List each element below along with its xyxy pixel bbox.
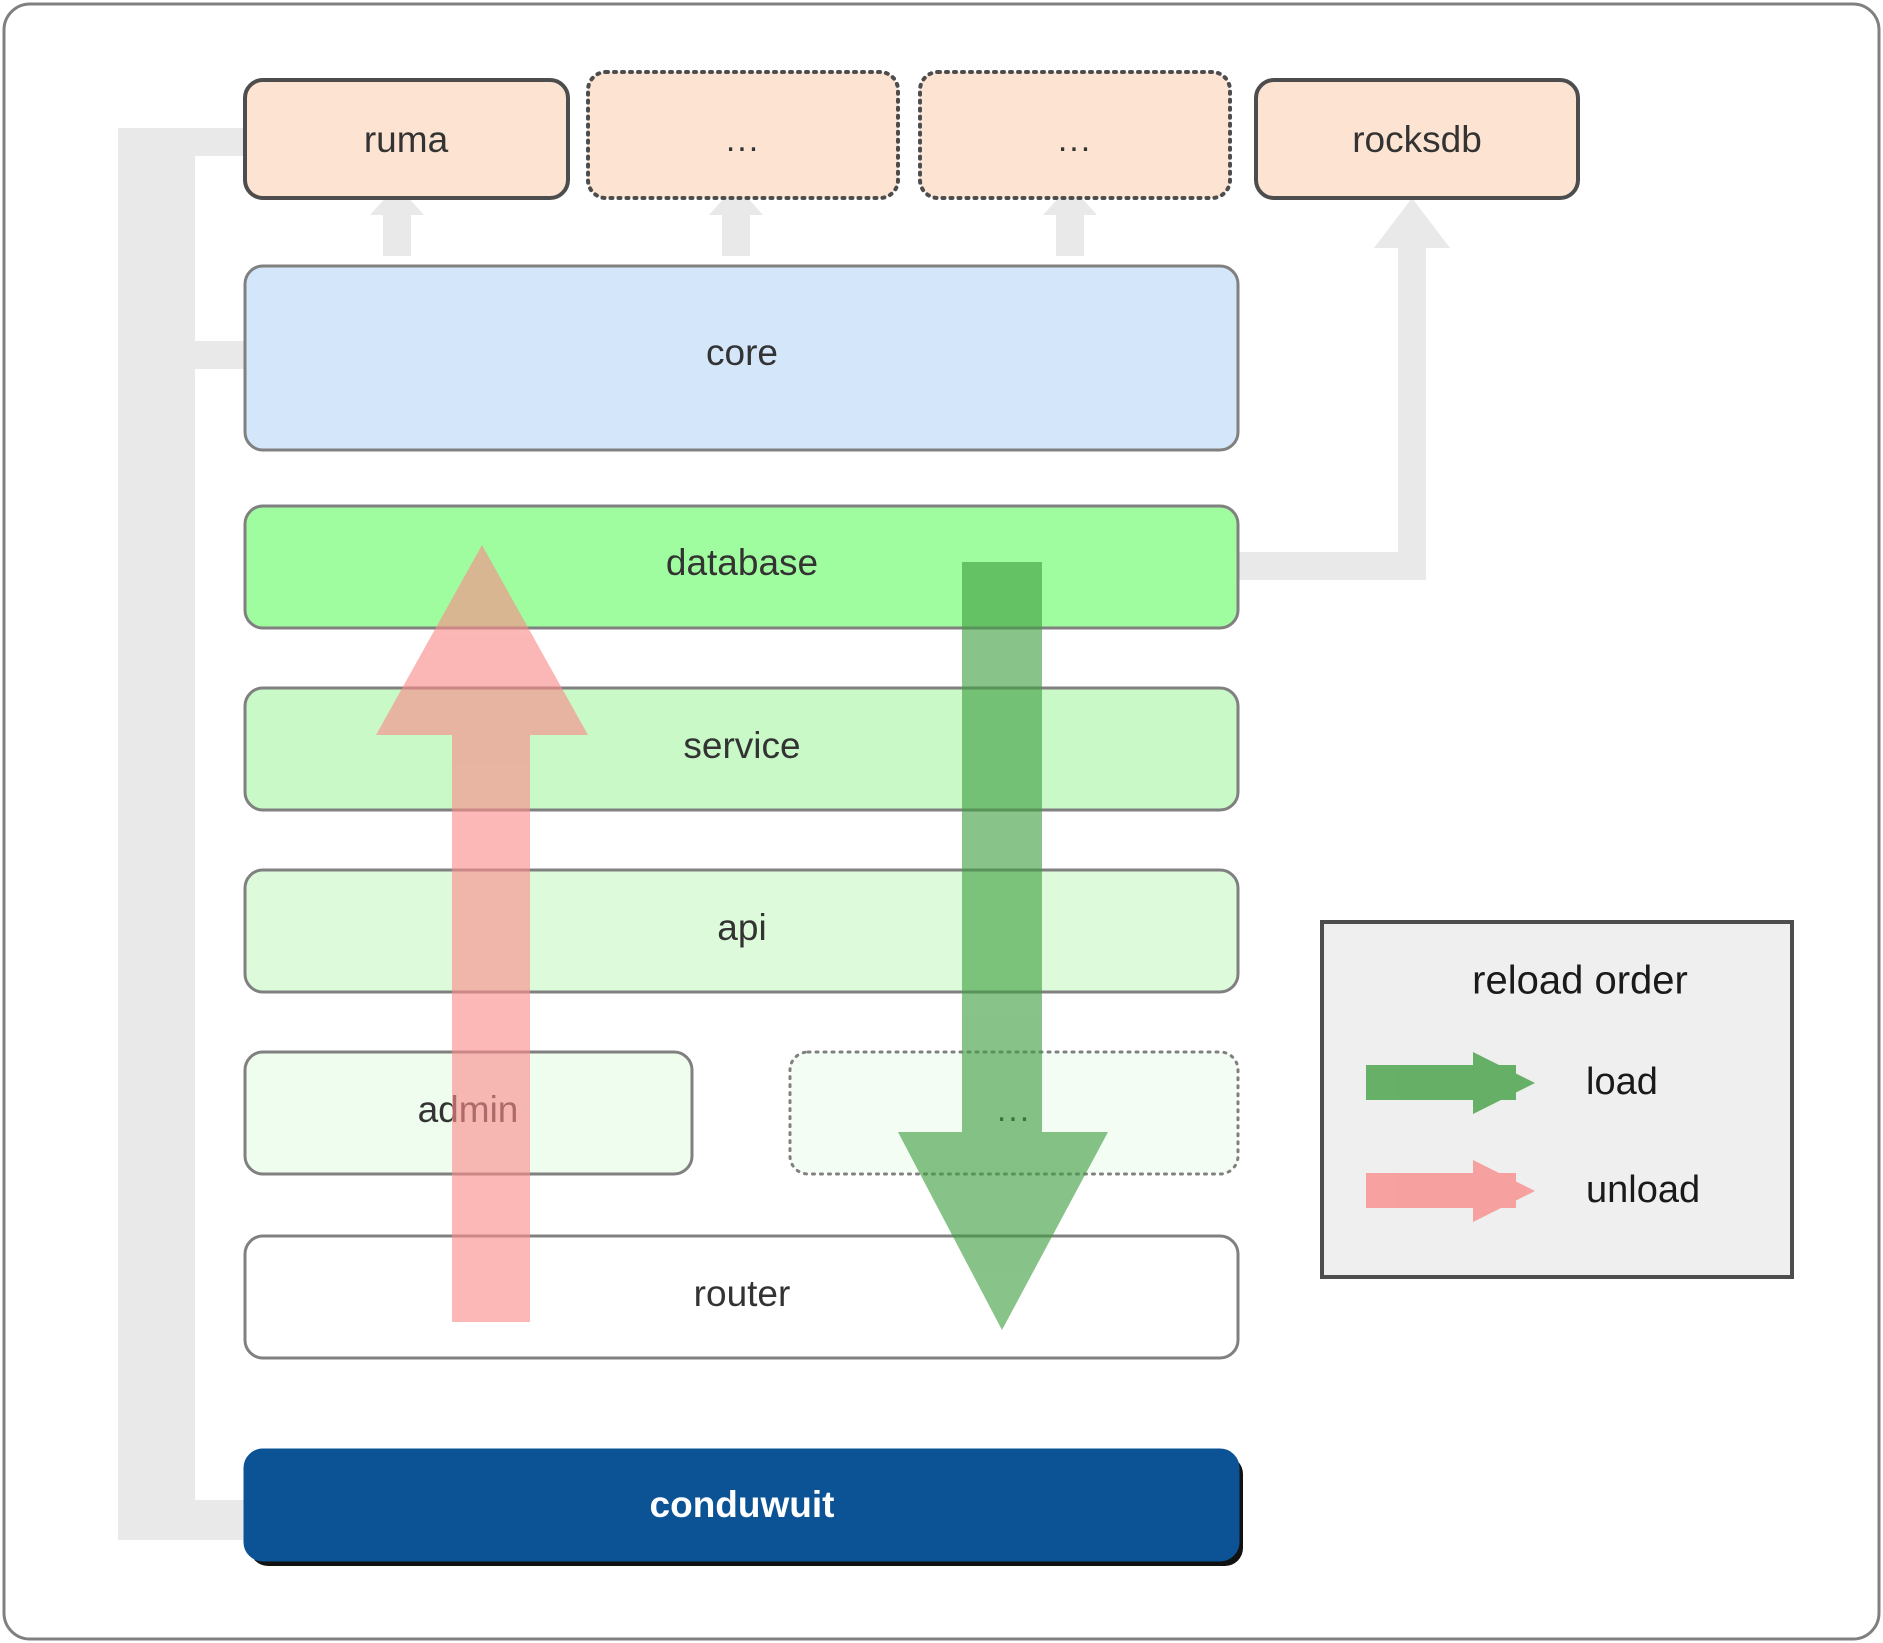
node-database-label: database <box>666 542 818 583</box>
node-ext-a-label: ... <box>726 121 760 159</box>
connector-database-to-rocksdb <box>1235 552 1424 580</box>
node-ruma[interactable]: ruma <box>243 78 570 200</box>
node-ruma-box[interactable] <box>243 78 570 200</box>
legend: reload order load unload <box>1320 920 1794 1279</box>
node-conduwuit[interactable]: conduwuit <box>243 1448 1243 1566</box>
connector-arrow-core-to-ext-b <box>1043 185 1097 256</box>
legend-load-head <box>1473 1052 1535 1114</box>
unload-arrow-shaft <box>452 640 530 1322</box>
unload-arrow-head <box>376 545 588 735</box>
connector-conduwuit-spine <box>118 130 195 1500</box>
connector-conduwuit-foot <box>118 1500 250 1540</box>
node-database[interactable]: database <box>243 504 1240 630</box>
node-rocksdb[interactable]: rocksdb <box>1254 78 1580 200</box>
legend-unload-label: unload <box>1586 1169 1700 1211</box>
node-ext-b-label: ... <box>1058 121 1092 159</box>
legend-load-label: load <box>1586 1061 1658 1103</box>
connector-arrow-up-rocksdb <box>1374 198 1450 580</box>
node-api-label: api <box>717 907 766 948</box>
node-service-label: service <box>683 725 800 766</box>
flow-arrow-load <box>898 562 1108 1330</box>
node-ext-a-box[interactable] <box>586 70 900 200</box>
legend-title: reload order <box>1472 959 1688 1003</box>
node-rocksdb-box[interactable] <box>1254 78 1580 200</box>
legend-item-unload: unload <box>1366 1160 1700 1222</box>
legend-unload-arrow-icon <box>1366 1160 1535 1222</box>
node-conduwuit-box[interactable] <box>243 1448 1240 1562</box>
node-core[interactable]: core <box>243 264 1240 452</box>
node-core-box[interactable] <box>243 264 1240 452</box>
connector-group <box>118 104 1450 1540</box>
node-conduwuit-label: conduwuit <box>650 1484 835 1525</box>
legend-load-arrow-icon <box>1366 1052 1535 1114</box>
node-router[interactable]: router <box>243 1234 1240 1360</box>
legend-unload-head <box>1473 1160 1535 1222</box>
flow-arrow-unload <box>376 545 588 1322</box>
node-ext-b[interactable]: ... <box>918 70 1232 200</box>
node-router-label: router <box>694 1273 791 1314</box>
node-api[interactable]: api <box>243 868 1240 994</box>
node-ext-a[interactable]: ... <box>586 70 900 200</box>
node-ruma-label: ruma <box>364 119 449 160</box>
node-rocksdb-label: rocksdb <box>1352 119 1482 160</box>
connector-arrow-core-to-ruma <box>370 185 424 256</box>
external-crates-row: ruma ... ... rocksdb <box>243 70 1580 200</box>
connector-arrow-core-to-ext-a <box>709 185 763 256</box>
load-arrow-shaft <box>962 562 1042 1240</box>
node-core-label: core <box>706 332 778 373</box>
node-ext-b-box[interactable] <box>918 70 1232 200</box>
load-arrow-head <box>898 1132 1108 1330</box>
legend-item-load: load <box>1366 1052 1658 1114</box>
